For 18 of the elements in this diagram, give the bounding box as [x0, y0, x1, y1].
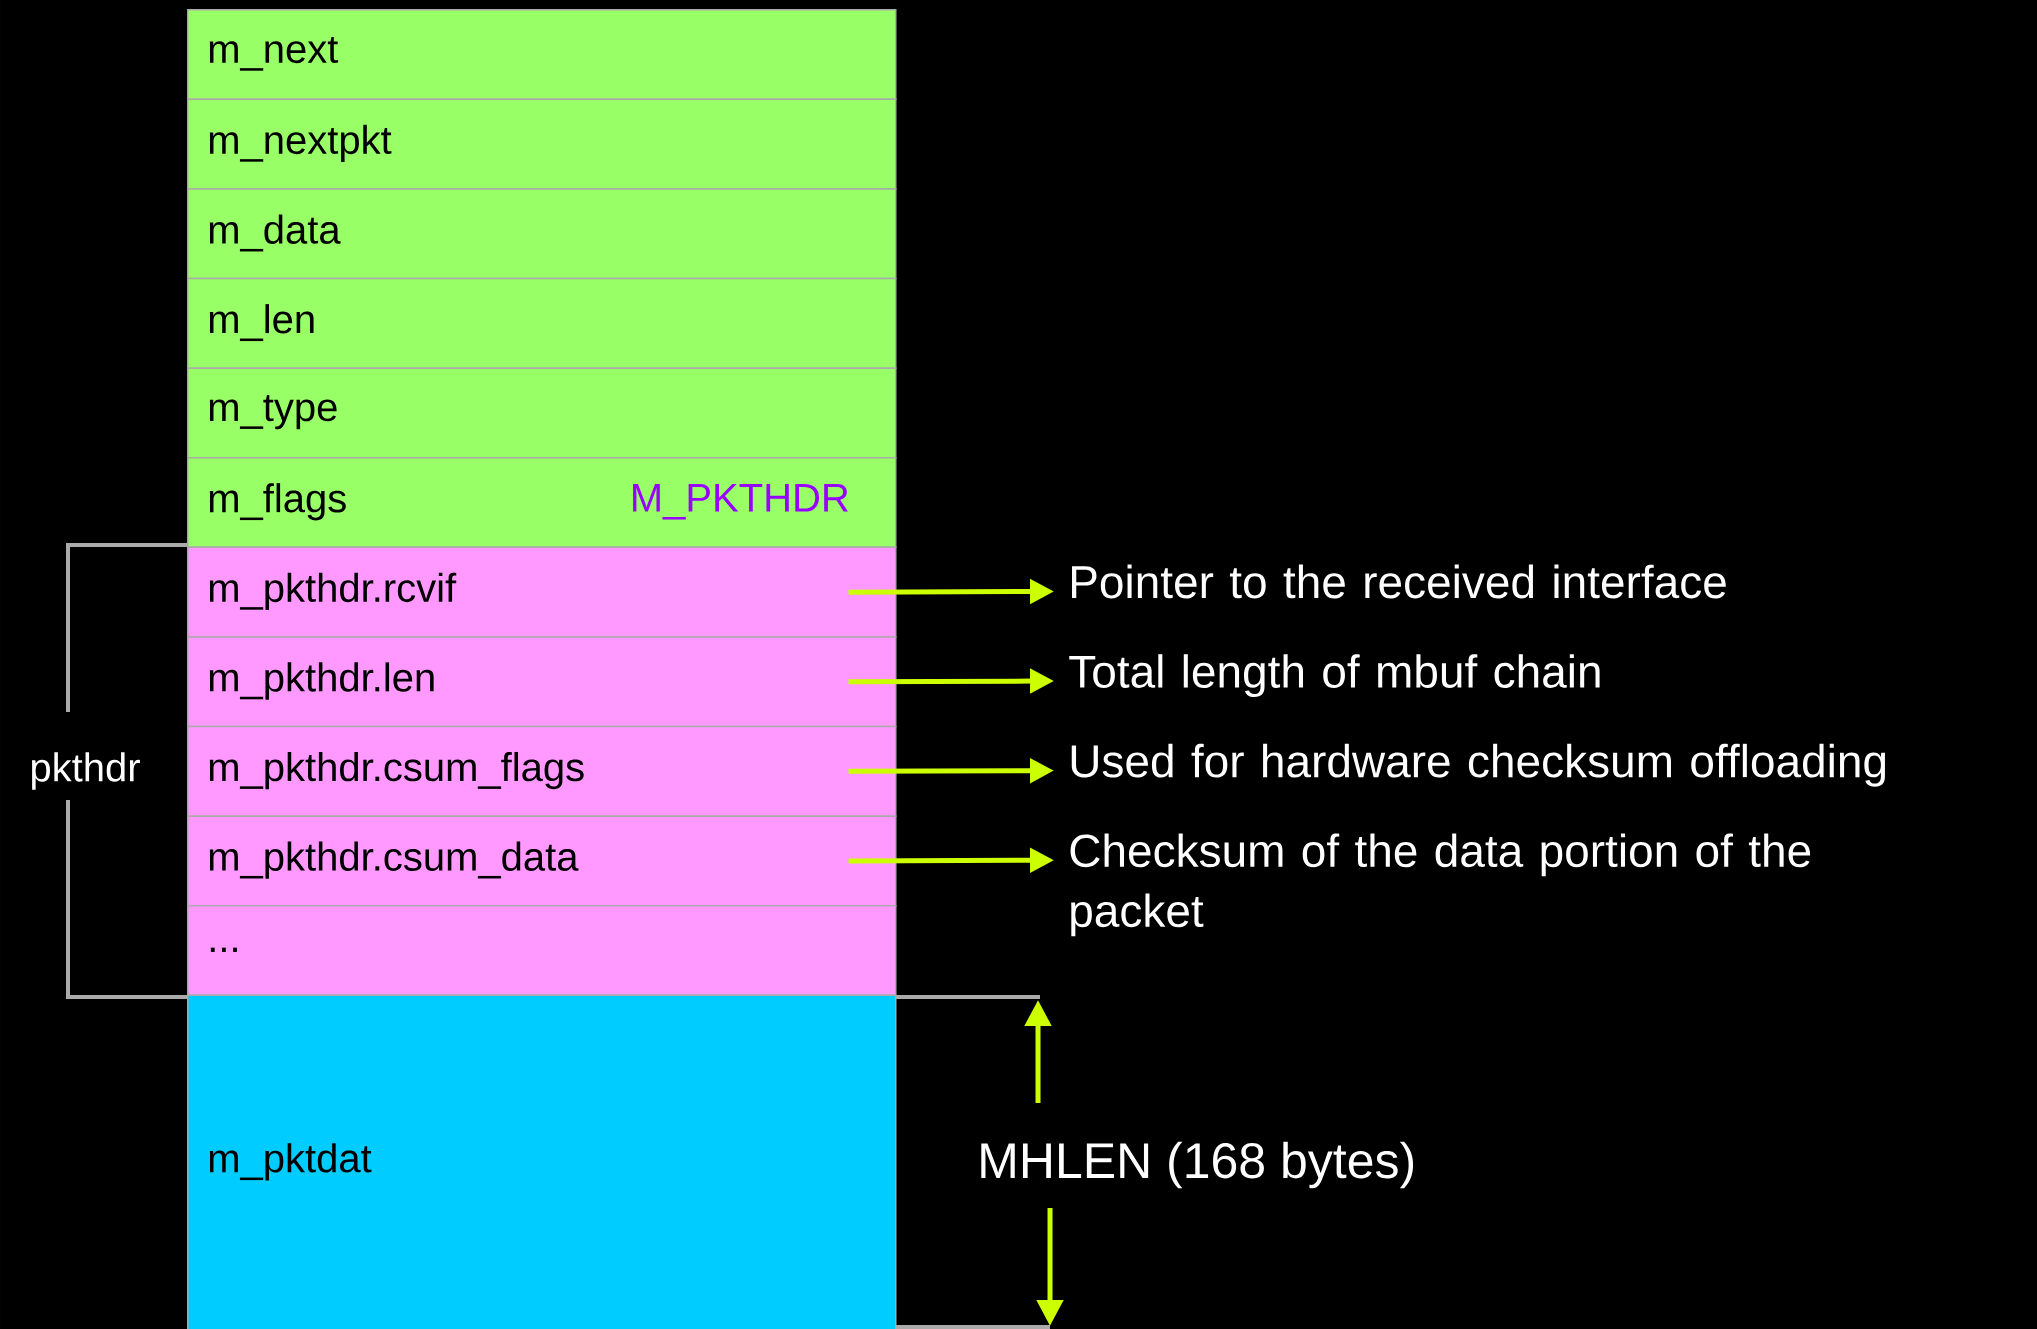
field-row: m_pkthdr.csum_data	[187, 815, 897, 907]
field-row: m_next	[187, 9, 897, 101]
field-row: m_data	[187, 188, 897, 280]
description-text: Total length of mbuf chain	[1069, 654, 1600, 698]
description-text: Checksum of the data portion of the packet	[1070, 833, 1811, 937]
dimension-label: MHLEN (168 bytes)	[981, 1141, 1414, 1189]
field-row: m_pkthdr.len	[187, 636, 897, 728]
field-row: m_nextpkt	[187, 98, 897, 190]
field-row: m_type	[187, 367, 897, 459]
field-row: m_flags M_PKTHDR	[187, 457, 897, 549]
description-text: Pointer to the received interface	[1072, 564, 1726, 599]
field-row: ...	[187, 905, 897, 997]
field-row: m_pktdat	[187, 994, 897, 1329]
bracket-label: pkthdr	[32, 752, 140, 790]
field-row: m_len	[187, 277, 897, 369]
description-text: Used for hardware checksum offloading	[1071, 743, 1886, 787]
field-row: m_pkthdr.csum_flags	[187, 725, 897, 817]
field-row: m_pkthdr.rcvif	[187, 546, 897, 638]
